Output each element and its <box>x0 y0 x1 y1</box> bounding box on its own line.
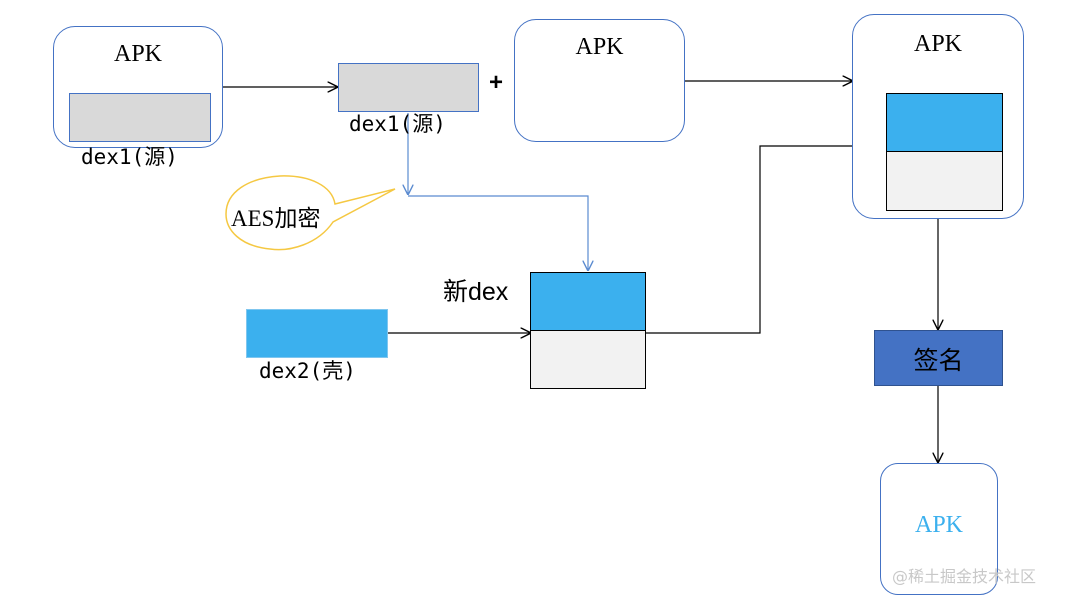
apk-merged-title: APK <box>913 31 962 57</box>
dex1-extracted-block <box>338 63 479 112</box>
new-dex-bottom <box>530 330 646 389</box>
apk-merged-dex-bottom <box>886 151 1003 211</box>
plus-sign: + <box>489 69 504 96</box>
dex2-block <box>246 309 388 358</box>
apk-final-title: APK <box>914 512 963 538</box>
apk-shell-title: APK <box>575 34 624 60</box>
apk-merged-dex-top <box>886 93 1003 152</box>
new-dex-top <box>530 272 646 331</box>
dex2-label: dex2(壳) <box>259 359 356 383</box>
arrow-to-new-dex <box>408 195 588 270</box>
watermark: @稀土掘金技术社区 <box>892 567 1037 586</box>
aes-label: AES加密 <box>231 206 321 231</box>
apk-shell-box: APK <box>514 19 685 142</box>
apk-final-box: APK <box>880 463 998 595</box>
arrow-new-dex-to-apk3 <box>646 146 875 334</box>
apk-source-title: APK <box>113 41 162 67</box>
new-dex-label: 新dex <box>443 278 509 306</box>
dex1-extracted-label: dex1(源) <box>349 112 446 136</box>
dex1-in-apk-label: dex1(源) <box>81 145 178 169</box>
aes-callout-bubble <box>225 175 396 251</box>
sign-box: 签名 <box>874 330 1003 386</box>
sign-label: 签名 <box>913 347 964 375</box>
dex1-in-apk-block <box>69 93 211 142</box>
